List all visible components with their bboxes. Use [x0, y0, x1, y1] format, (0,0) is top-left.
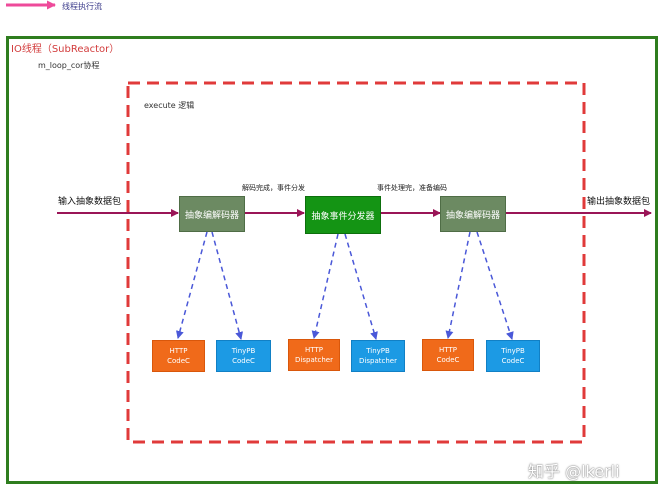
- stage-caption-encode: 事件处理完，准备编码: [377, 184, 447, 192]
- tinypb-codec-box-1: TinyPB CodeC: [216, 340, 271, 372]
- dispatcher-stage: 抽象事件分发器: [305, 196, 381, 234]
- http-codec-box-1: HTTP CodeC: [152, 340, 205, 372]
- codec-stage-encode: 抽象编解码器: [440, 196, 506, 232]
- input-packet-label: 输入抽象数据包: [58, 197, 122, 207]
- io-thread-title: IO线程（SubReactor）: [11, 44, 120, 55]
- execute-logic-label: execute 逻辑: [144, 101, 195, 110]
- http-dispatcher-box: HTTP Dispatcher: [288, 339, 340, 371]
- http-codec-box-2: HTTP CodeC: [422, 339, 474, 371]
- link-codec-tinypb-2: [476, 231, 514, 340]
- execute-dashed-frame: [126, 81, 586, 444]
- watermark: 知乎 @lkerli: [528, 462, 620, 481]
- tinypb-codec-box-2: TinyPB CodeC: [486, 340, 540, 372]
- link-codec-http-1: [175, 231, 208, 339]
- stage-caption-decode: 解码完成，事件分发: [242, 184, 305, 192]
- output-packet-label: 输出抽象数据包: [587, 197, 651, 207]
- link-codec-tinypb-1: [211, 231, 244, 340]
- link-codec-http-2: [445, 231, 471, 339]
- legend-label: 线程执行流: [62, 2, 102, 11]
- io-thread-frame: [6, 36, 658, 484]
- tinypb-dispatcher-box: TinyPB Dispatcher: [351, 340, 405, 372]
- link-dispatcher-tinypb: [344, 233, 378, 340]
- codec-stage-decode: 抽象编解码器: [179, 196, 245, 232]
- coroutine-label: m_loop_cor协程: [38, 61, 100, 70]
